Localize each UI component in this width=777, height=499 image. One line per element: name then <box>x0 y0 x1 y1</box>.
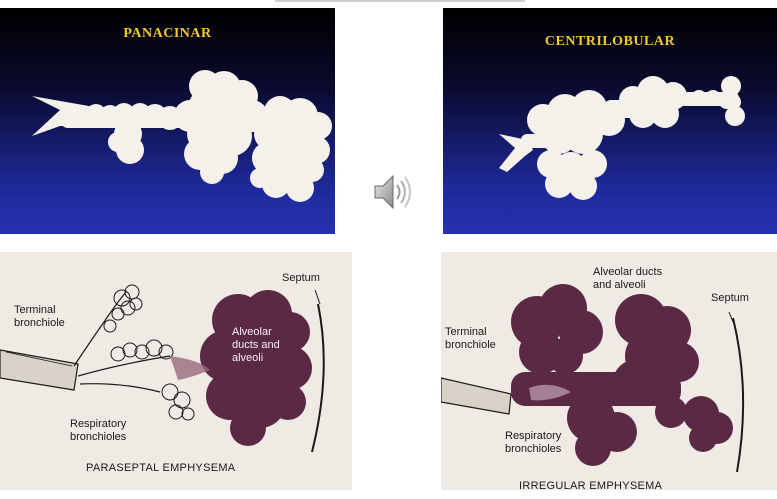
label-alveolar-ducts: Alveolar ducts and alveoli <box>232 326 280 364</box>
figure-caption: IRREGULAR EMPHYSEMA <box>519 480 663 490</box>
slide-title: PANACINAR <box>123 26 212 41</box>
paraseptal-drawing <box>0 284 325 453</box>
centrilobular-lobule-drawing <box>499 76 745 200</box>
panacinar-slide: PANACINAR <box>0 8 335 234</box>
label-respiratory-bronchioles: Respiratory bronchioles <box>70 418 127 443</box>
irregular-drawing <box>441 284 745 473</box>
centrilobular-slide: CENTRILOBULAR <box>443 8 777 234</box>
paraseptal-illustration: Septum Terminal bronchiole Alveolar duct… <box>0 252 352 490</box>
slide-title: CENTRILOBULAR <box>544 34 676 49</box>
label-septum: Septum <box>282 272 320 284</box>
speaker-icon[interactable] <box>371 171 413 213</box>
panacinar-lobule-drawing <box>32 70 332 202</box>
label-terminal-bronchiole: Terminal bronchiole <box>14 304 65 329</box>
label-septum: Septum <box>711 292 749 304</box>
irregular-illustration: Alveolar ducts and alveoli Septum Termin… <box>441 252 777 490</box>
label-alveolar-ducts: Alveolar ducts and alveoli <box>593 266 663 291</box>
label-terminal-bronchiole: Terminal bronchiole <box>445 326 496 351</box>
top-divider <box>275 0 525 2</box>
label-respiratory-bronchioles: Respiratory bronchioles <box>505 430 562 455</box>
figure-caption: PARASEPTAL EMPHYSEMA <box>86 462 236 474</box>
